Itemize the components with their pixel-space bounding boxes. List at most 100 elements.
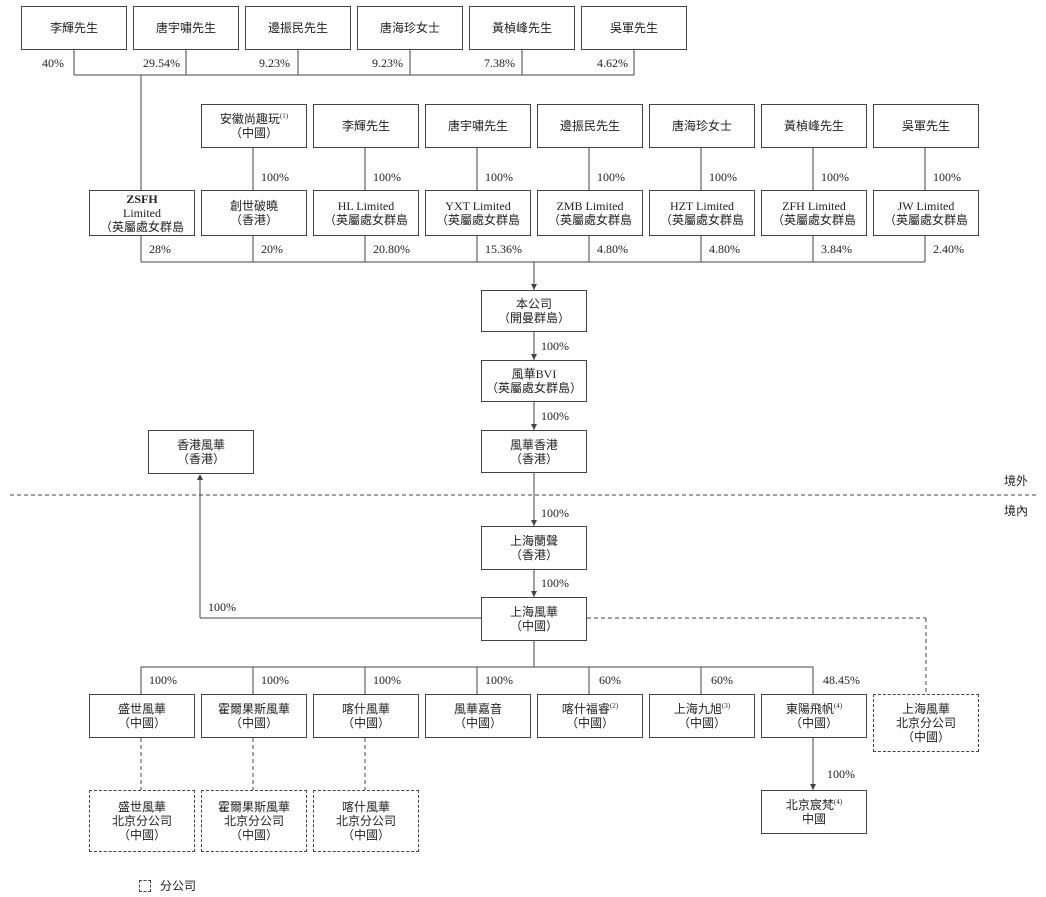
sub-pct-1: 100% bbox=[149, 673, 177, 687]
box-text: 黃楨峰先生 bbox=[783, 119, 844, 133]
footnote-mark: (4) bbox=[833, 798, 843, 806]
row2-pct-4: 100% bbox=[597, 170, 625, 184]
sub-box-jiayin: 風華嘉音 （中國） bbox=[425, 694, 531, 738]
shareholder-box-2: 唐宇嘯先生 bbox=[133, 6, 239, 50]
box-text: Limited bbox=[123, 206, 161, 220]
footnote-mark: (2) bbox=[609, 702, 619, 710]
shareholder-box-5: 黃楨峰先生 bbox=[469, 6, 575, 50]
box-text: （香港） bbox=[509, 548, 558, 562]
box-text: 盛世風華 bbox=[117, 800, 166, 814]
box-text: （中國） bbox=[453, 716, 502, 730]
sub-pct-2: 100% bbox=[261, 673, 289, 687]
box-text: 上海九旭 bbox=[673, 702, 722, 716]
box-text: （中國） bbox=[901, 730, 950, 744]
holder-box-4: 邊振民先生 bbox=[537, 104, 643, 148]
box-text: （中國） bbox=[565, 716, 614, 730]
box-text: （中國） bbox=[677, 716, 726, 730]
row1-pct-2: 29.54% bbox=[143, 56, 180, 70]
row3-pct-4: 15.36% bbox=[485, 242, 522, 256]
box-text: （開曼群島） bbox=[497, 311, 570, 325]
box-text: （英屬處女群島 bbox=[323, 213, 408, 227]
entity-box-hzt: HZT Limited （英屬處女群島 bbox=[649, 190, 755, 236]
holder-box-7: 吳軍先生 bbox=[873, 104, 979, 148]
hk-box: 風華香港 （香港） bbox=[481, 430, 587, 473]
branch-box-kashi: 喀什風華 北京分公司 （中國） bbox=[313, 790, 419, 852]
box-text: （英屬處女群島 bbox=[883, 213, 968, 227]
box-text: （中國） bbox=[229, 716, 278, 730]
box-text: 吳軍先生 bbox=[901, 119, 950, 133]
box-text: 唐宇嘯先生 bbox=[447, 119, 508, 133]
row1-pct-5: 7.38% bbox=[484, 56, 515, 70]
company-bvi-pct: 100% bbox=[541, 339, 569, 353]
box-text: 邊振民先生 bbox=[559, 119, 620, 133]
entity-box-jw: JW Limited （英屬處女群島 bbox=[873, 190, 979, 236]
box-text: （中國） bbox=[789, 716, 838, 730]
shareholder-box-6: 吳軍先生 bbox=[581, 6, 687, 50]
footnote-mark: (3) bbox=[721, 702, 731, 710]
box-text: （中國） bbox=[117, 716, 166, 730]
shfh-hkother-pct: 100% bbox=[208, 600, 236, 614]
box-text: （香港） bbox=[229, 213, 278, 227]
row3-pct-7: 3.84% bbox=[821, 242, 852, 256]
box-text: （中國） bbox=[229, 126, 278, 140]
sub-box-shengshi: 盛世風華 （中國） bbox=[89, 694, 195, 738]
box-text: 上海蘭聲 bbox=[509, 534, 558, 548]
entity-box-zmb: ZMB Limited （英屬處女群島 bbox=[537, 190, 643, 236]
row2-pct-1: 100% bbox=[261, 170, 289, 184]
box-text: HL Limited bbox=[337, 199, 395, 213]
box-text: （英屬處女群島 bbox=[771, 213, 856, 227]
box-text: 霍爾果斯風華 bbox=[217, 800, 290, 814]
row3-pct-1: 28% bbox=[149, 242, 171, 256]
entity-box-zsfh: ZSFH Limited （英屬處女群島 bbox=[89, 190, 195, 236]
row1-pct-6: 4.62% bbox=[597, 56, 628, 70]
entity-box-chuangshi: 創世破曉 （香港） bbox=[201, 190, 307, 236]
box-text: 吳軍先生 bbox=[609, 21, 658, 35]
legend-label: 分公司 bbox=[160, 879, 197, 893]
sub-box-kashi: 喀什風華 （中國） bbox=[313, 694, 419, 738]
box-text: （香港） bbox=[176, 452, 225, 466]
box-text: 唐海珍女士 bbox=[379, 21, 440, 35]
sub-pct-3: 100% bbox=[373, 673, 401, 687]
company-box: 本公司 （開曼群島） bbox=[481, 290, 587, 332]
box-text: （中國） bbox=[117, 828, 166, 842]
box-text: 霍爾果斯風華 bbox=[217, 702, 290, 716]
row2-pct-2: 100% bbox=[373, 170, 401, 184]
lanmo-shfh-pct: 100% bbox=[541, 576, 569, 590]
legend-dashed-box-icon bbox=[139, 880, 151, 892]
footnote-mark: (4) bbox=[833, 702, 843, 710]
holder-box-5: 唐海珍女士 bbox=[649, 104, 755, 148]
box-text: 安徽尚趣玩 bbox=[219, 112, 280, 126]
box-text: 上海風華 bbox=[509, 605, 558, 619]
box-text: 北京宸梵 bbox=[785, 798, 834, 812]
row3-pct-2: 20% bbox=[261, 242, 283, 256]
beijing-pct: 100% bbox=[827, 767, 855, 781]
shareholder-box-4: 唐海珍女士 bbox=[357, 6, 463, 50]
box-text: 中國 bbox=[801, 812, 826, 826]
entity-box-yxt: YXT Limited （英屬處女群島 bbox=[425, 190, 531, 236]
row2-pct-7: 100% bbox=[933, 170, 961, 184]
sub-box-huoerguosi: 霍爾果斯風華 （中國） bbox=[201, 694, 307, 738]
box-text: （中國） bbox=[341, 828, 390, 842]
shareholder-box-3: 邊振民先生 bbox=[245, 6, 351, 50]
footnote-mark: (1) bbox=[279, 112, 289, 120]
box-text: JW Limited bbox=[897, 199, 955, 213]
row3-pct-6: 4.80% bbox=[709, 242, 740, 256]
lanmo-box: 上海蘭聲 （香港） bbox=[481, 526, 587, 570]
entity-box-hl: HL Limited （英屬處女群島 bbox=[313, 190, 419, 236]
row3-pct-8: 2.40% bbox=[933, 242, 964, 256]
box-text: 創世破曉 bbox=[229, 199, 278, 213]
box-text: （中國） bbox=[341, 716, 390, 730]
branch-box-shengshi: 盛世風華 北京分公司 （中國） bbox=[89, 790, 195, 852]
box-text: 北京分公司 bbox=[111, 814, 172, 828]
sub-box-jiuxu: 上海九旭(3) （中國） bbox=[649, 694, 755, 738]
row1-pct-1: 40% bbox=[42, 56, 64, 70]
box-text: 喀什風華 bbox=[341, 800, 390, 814]
row2-pct-6: 100% bbox=[821, 170, 849, 184]
box-text: （英屬處女群島 bbox=[435, 213, 520, 227]
box-text: HZT Limited bbox=[669, 199, 735, 213]
box-text: 喀什風華 bbox=[341, 702, 390, 716]
box-text: 盛世風華 bbox=[117, 702, 166, 716]
box-text: 喀什福睿 bbox=[561, 702, 610, 716]
entity-box-zfh: ZFH Limited （英屬處女群島 bbox=[761, 190, 867, 236]
